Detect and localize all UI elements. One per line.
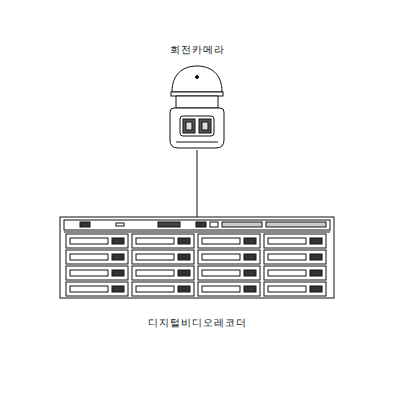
ptz-camera: 회전카메라	[147, 44, 247, 150]
cable-line	[197, 150, 198, 217]
device-label: 디지털비디오레코더	[57, 317, 337, 329]
device-label: 회전카메라	[147, 44, 247, 56]
digital-video-recorder: 디지털비디오레코더	[57, 217, 337, 329]
